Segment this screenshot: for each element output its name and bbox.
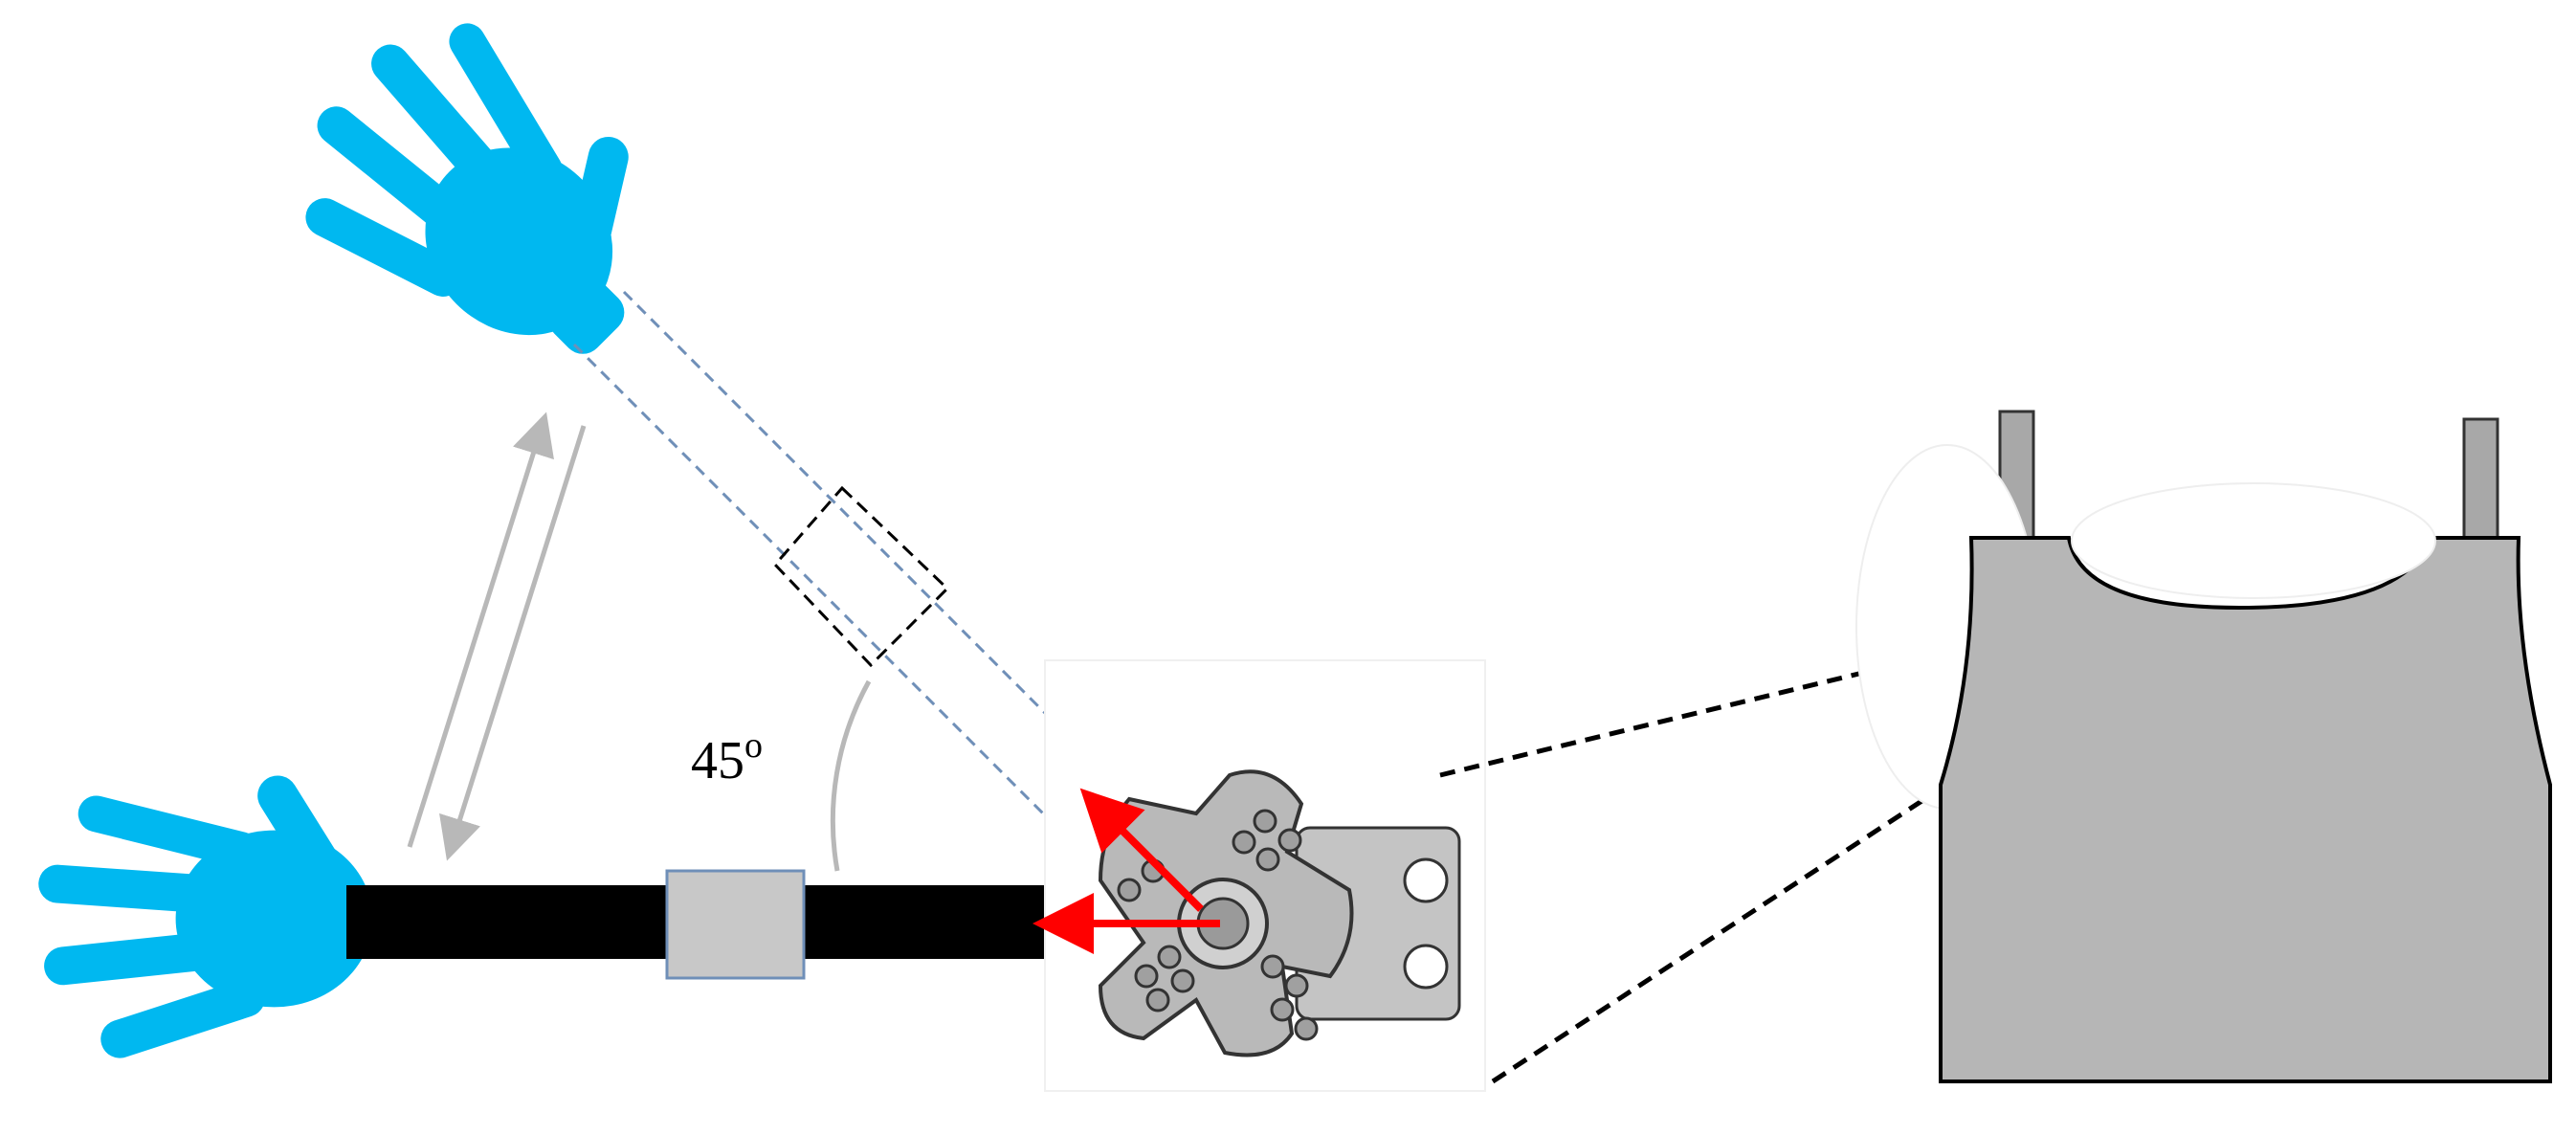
angle-value: 45 [691, 731, 744, 790]
sensor-block [665, 869, 806, 980]
rotated-sensor-outline [772, 485, 950, 668]
angle-arc [830, 679, 872, 872]
rotated-arm-outline [572, 290, 1210, 930]
servo-case [1855, 410, 2552, 1083]
angle-label: 45o [691, 727, 763, 788]
upper-hand-icon [249, 0, 719, 436]
servo-motor-icon [1044, 659, 1486, 1092]
force-arrows [1033, 788, 1220, 954]
angle-unit: o [744, 725, 763, 766]
motion-arrows [407, 412, 587, 861]
